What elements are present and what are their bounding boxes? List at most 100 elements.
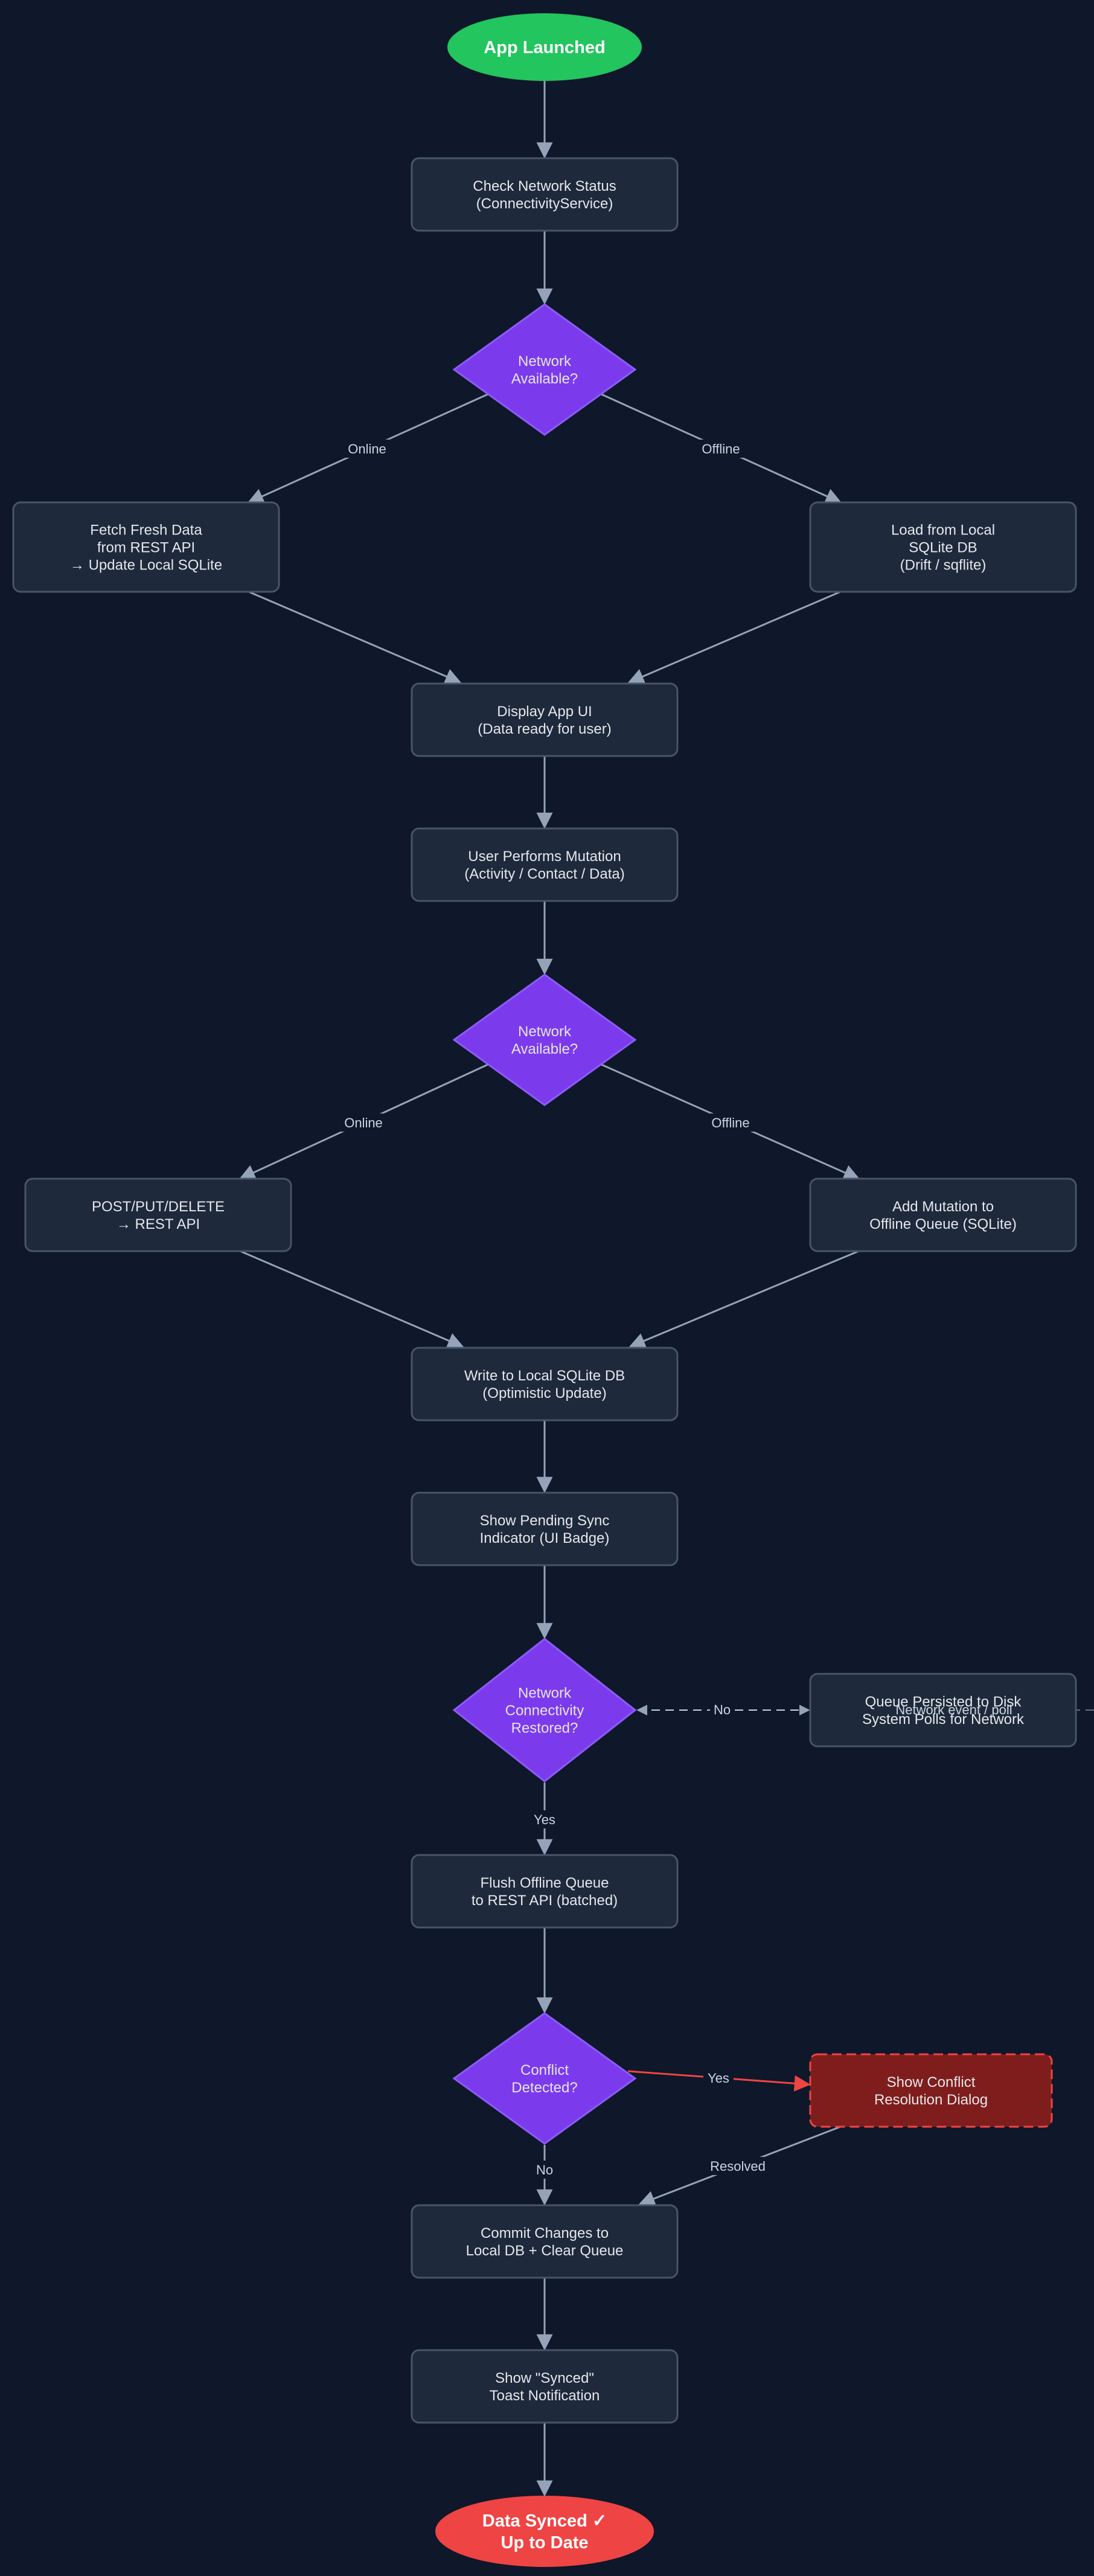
box [809,2053,1053,2128]
label-no-restored-bg [710,1700,734,1719]
node-label-line: → REST API [117,1216,200,1232]
box [809,1673,1077,1748]
box [809,501,1077,593]
node-label-line: Available? [511,371,578,387]
node-label-line: (Activity / Contact / Data) [464,866,624,882]
edge-load-display [627,591,841,684]
node-label-line: Queue Persisted to Disk [865,1694,1022,1710]
label-online-2: Online [344,1115,383,1130]
node-label-line: Network [518,353,572,370]
diamond [452,1638,637,1783]
node-label-line: Show "Synced" [495,2370,594,2386]
node-label-line: System Polls for Network [862,1711,1025,1728]
node-label-line: (Data ready for user) [478,721,611,737]
label-no-conflict: No [536,2162,553,2177]
node-label-line: Write to Local SQLite DB [464,1368,625,1384]
edge-fetch-display [248,591,462,684]
node-label-line: Show Pending Sync [480,1513,610,1529]
node-label-line: Display App UI [497,703,592,720]
node-synced-toast: Show "Synced" Toast Notification [411,2349,679,2424]
box [411,157,679,232]
node-label-line: SQLite DB [909,539,977,556]
node-label-line: from REST API [97,539,195,556]
node-label-line: Up to Date [501,2533,589,2552]
label-online-2-bg [337,1113,389,1132]
label-resolved: Resolved [710,2159,766,2174]
box [411,682,679,757]
box [24,1177,292,1252]
terminal [435,2496,654,2567]
node-label-line: Connectivity [505,1702,584,1719]
label-offline-2-bg [701,1113,760,1132]
node-label-line: Data Synced ✓ [482,2511,607,2531]
node-label-line: User Performs Mutation [468,848,621,865]
node-label-line: Conflict [520,2062,569,2078]
label-yes-conflict: Yes [708,2071,729,2086]
edge-post-write [240,1250,464,1348]
label-yes-restored-bg [529,1810,560,1828]
node-label-line: Flush Offline Queue [480,1875,609,1891]
node-label-line: (Optimistic Update) [482,1385,606,1402]
label-yes-restored: Yes [534,1812,555,1827]
node-label-line: Detected? [511,2080,577,2096]
diamond [452,2012,637,2145]
node-label-line: Indicator (UI Badge) [480,1530,610,1546]
label-offline-1-bg [691,440,750,458]
label-yes-conflict-bg [703,2069,734,2087]
node-label-line: Fetch Fresh Data [90,522,202,538]
label-no-restored: No [714,1702,731,1717]
node-label-line: Show Conflict [887,2074,976,2091]
label-online-1-bg [341,440,393,458]
label-offline-1: Offline [702,441,740,457]
node-label-line: Check Network Status [473,178,616,194]
node-end: Data Synced ✓ Up to Date [435,2496,654,2567]
node-user-mutation: User Performs Mutation(Activity / Contac… [411,827,679,902]
box [411,1854,679,1929]
box [809,1177,1077,1252]
node-label-line: Offline Queue (SQLite) [869,1216,1017,1232]
node-commit-changes: Commit Changes to Local DB + Clear Queue [411,2204,679,2279]
box [411,1491,679,1566]
node-label-line: Restored? [511,1720,578,1736]
edge-queue-write [629,1250,859,1349]
node-label-line: Resolution Dialog [874,2092,988,2108]
label-network-event: Network event / poll [895,1702,1012,1717]
node-label-line: Local DB + Clear Queue [466,2243,624,2259]
node-write-local: Write to Local SQLite DB(Optimistic Upda… [411,1347,679,1421]
node-post-api: POST/PUT/DELETE→ REST API [24,1177,292,1252]
label-no-conflict-bg [533,2161,557,2179]
diamond [452,973,637,1106]
terminal [447,13,642,81]
node-label-line: → Update Local SQLite [70,557,222,573]
box [411,827,679,902]
node-start: App Launched [447,13,642,81]
node-label-line: (Drift / sqflite) [900,557,987,573]
box [411,1347,679,1421]
node-label-line: Add Mutation to [892,1199,994,1215]
node-label-line: Load from Local [891,522,995,538]
label-offline-2: Offline [711,1115,749,1130]
node-label-line: Commit Changes to [481,2225,609,2241]
node-label-line: Toast Notification [490,2388,600,2404]
node-label-line: POST/PUT/DELETE [92,1199,225,1215]
node-display-ui: Display App UI(Data ready for user) [411,682,679,757]
node-label-line: Network [518,1685,572,1701]
node-label-line: Available? [511,1041,578,1057]
label-online-1: Online [348,441,386,457]
node-label-line: Network [518,1024,572,1040]
box [411,2349,679,2424]
node-check-network: Check Network Status (ConnectivityService… [411,157,679,232]
node-label-line: (ConnectivityService) [476,196,613,212]
